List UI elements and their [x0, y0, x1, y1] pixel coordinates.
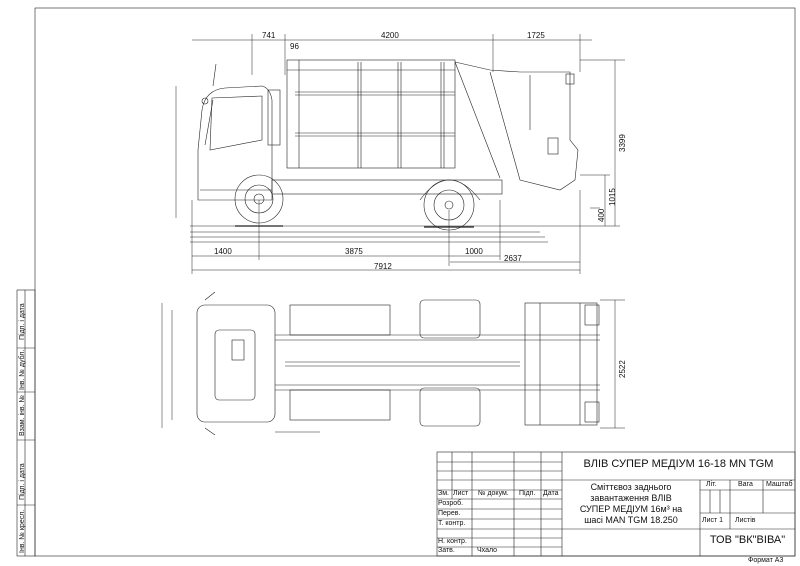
weight-label: Вага	[738, 481, 753, 488]
header-list: Лист	[453, 490, 469, 497]
strip-pidp-data-1: Підп. і дата	[19, 463, 26, 500]
title-block-grid	[436, 451, 796, 557]
side-strip-frame	[16, 289, 36, 557]
description-line: завантаження ВЛІВ	[590, 493, 672, 503]
dim-1000: 1000	[465, 247, 483, 256]
dim-3875: 3875	[345, 247, 363, 256]
chassis	[271, 179, 503, 195]
description-line: шасі MAN TGM 18.250	[584, 515, 678, 525]
dim-7912: 7912	[374, 262, 392, 271]
cab-top	[196, 304, 276, 423]
tailgate-top	[524, 302, 598, 426]
dim-4200: 4200	[381, 31, 399, 40]
cab	[197, 85, 273, 201]
strip-inv-dubl: Інв. № дубл.	[19, 349, 26, 390]
strip-inv-kresl: Інв. № кресл.	[19, 509, 26, 553]
dim-400: 400	[597, 208, 606, 222]
strip-pidp-data-2: Підп. і дата	[19, 303, 26, 340]
header-data: Дата	[543, 490, 559, 497]
role-zatv: Затв.	[438, 547, 455, 554]
strip-vzam-inv: Взам. інв. №	[19, 394, 26, 436]
drawing-title: ВЛІВ СУПЕР МЕДІУМ 16-18 MN TGM	[583, 458, 774, 470]
dim-3399: 3399	[618, 134, 627, 152]
dim-2637: 2637	[504, 254, 522, 263]
role-rozrob: Розроб.	[438, 500, 464, 507]
description-line: СУПЕР МЕДІУМ 16м³ на	[579, 504, 683, 514]
sheet-label: Лист 1	[702, 517, 724, 524]
dim-741: 741	[262, 31, 276, 40]
role-t-kontr: Т. контр.	[438, 520, 466, 527]
rear-wheels-right	[419, 387, 481, 427]
header-zm: Зм.	[438, 490, 449, 497]
role-perev: Перев.	[438, 510, 461, 517]
header-pidp: Підп.	[519, 490, 536, 497]
format-label: Формат А3	[748, 557, 784, 564]
drawing-frame	[34, 7, 796, 557]
dim-2522: 2522	[618, 360, 627, 378]
dim-96: 96	[290, 42, 299, 51]
drawing-description: Сміттєвоз заднього завантаження ВЛІВ СУП…	[562, 482, 700, 526]
company-name: ТОВ "ВК"ВІВА"	[709, 534, 786, 546]
tailgate	[454, 61, 579, 191]
top-view	[161, 291, 625, 436]
rear-wheels-left	[419, 299, 481, 339]
body	[286, 59, 456, 169]
approver-name: Чхало	[477, 547, 498, 554]
role-n-kontr: Н. контр.	[438, 538, 467, 545]
dim-1400: 1400	[214, 247, 232, 256]
dim-1015: 1015	[608, 188, 617, 206]
sheets-label: Листів	[735, 517, 756, 524]
side-view	[175, 34, 625, 274]
dim-1725: 1725	[527, 31, 545, 40]
description-line: Сміттєвоз заднього	[590, 482, 672, 492]
lit-label: Літ.	[706, 481, 717, 488]
scale-label: Маштаб	[766, 481, 793, 488]
header-doc-no: № докум.	[478, 490, 509, 497]
